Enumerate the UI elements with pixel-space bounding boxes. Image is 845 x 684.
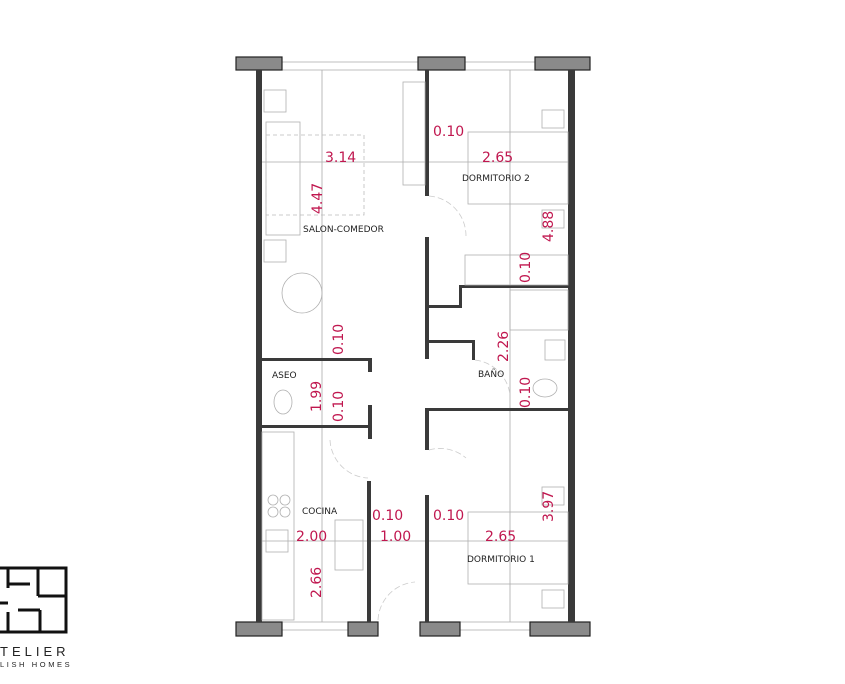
dimension-label: 1.99 (309, 381, 325, 412)
dimension-label: 0.10 (433, 124, 464, 140)
dimension-label: 3.97 (541, 491, 557, 522)
sink (544, 339, 566, 361)
dimension-label: 4.47 (310, 183, 326, 214)
structural-columns (235, 56, 591, 637)
dimension-label: 2.65 (485, 529, 516, 545)
dimension-label: 2.66 (309, 567, 325, 598)
room-label-dormitorio-1: DORMITORIO 1 (467, 555, 535, 565)
dimension-label: 0.10 (372, 508, 403, 524)
sofa (265, 121, 301, 236)
room-label-dormitorio-2: DORMITORIO 2 (462, 174, 530, 184)
dimension-label: 3.14 (325, 150, 356, 166)
walls (256, 70, 575, 622)
dimension-label: 2.26 (496, 331, 512, 362)
room-label-bano: BAÑO (478, 369, 504, 380)
brand-logo: TELIER LISH HOMES (0, 566, 72, 669)
toilet-aseo (273, 389, 293, 415)
dimension-labels: 0.10 3.14 2.65 4.88 4.47 0.10 0.10 2.26 … (296, 124, 557, 598)
dimension-label: 4.88 (541, 211, 557, 242)
bed-dormitorio-2 (467, 131, 569, 205)
dining-table (281, 272, 323, 314)
kitchen-counter (261, 431, 295, 621)
doors (329, 195, 511, 621)
dimension-lines (262, 70, 568, 622)
dimension-label: 0.10 (433, 508, 464, 524)
kitchen-sink (265, 529, 289, 553)
logo-tagline: LISH HOMES (0, 660, 72, 669)
dimension-label: 0.10 (331, 324, 347, 355)
dimension-label: 1.00 (380, 529, 411, 545)
room-label-salon-comedor: SALON-COMEDOR (303, 225, 384, 235)
toilet-bano (532, 378, 558, 398)
room-label-cocina: COCINA (302, 507, 338, 517)
rug (265, 134, 365, 216)
logo-name: TELIER (0, 644, 70, 659)
dimension-label: 0.10 (518, 377, 534, 408)
dimension-label: 2.65 (482, 150, 513, 166)
logo-mark-icon (0, 566, 68, 634)
bed-dormitorio-1 (467, 511, 569, 585)
wardrobe (402, 81, 426, 186)
furniture (261, 81, 569, 621)
shower (509, 289, 569, 331)
dimension-label: 0.10 (518, 252, 534, 283)
dimension-label: 2.00 (296, 529, 327, 545)
dimension-label: 0.10 (331, 391, 347, 422)
room-label-aseo: ASEO (272, 371, 297, 381)
